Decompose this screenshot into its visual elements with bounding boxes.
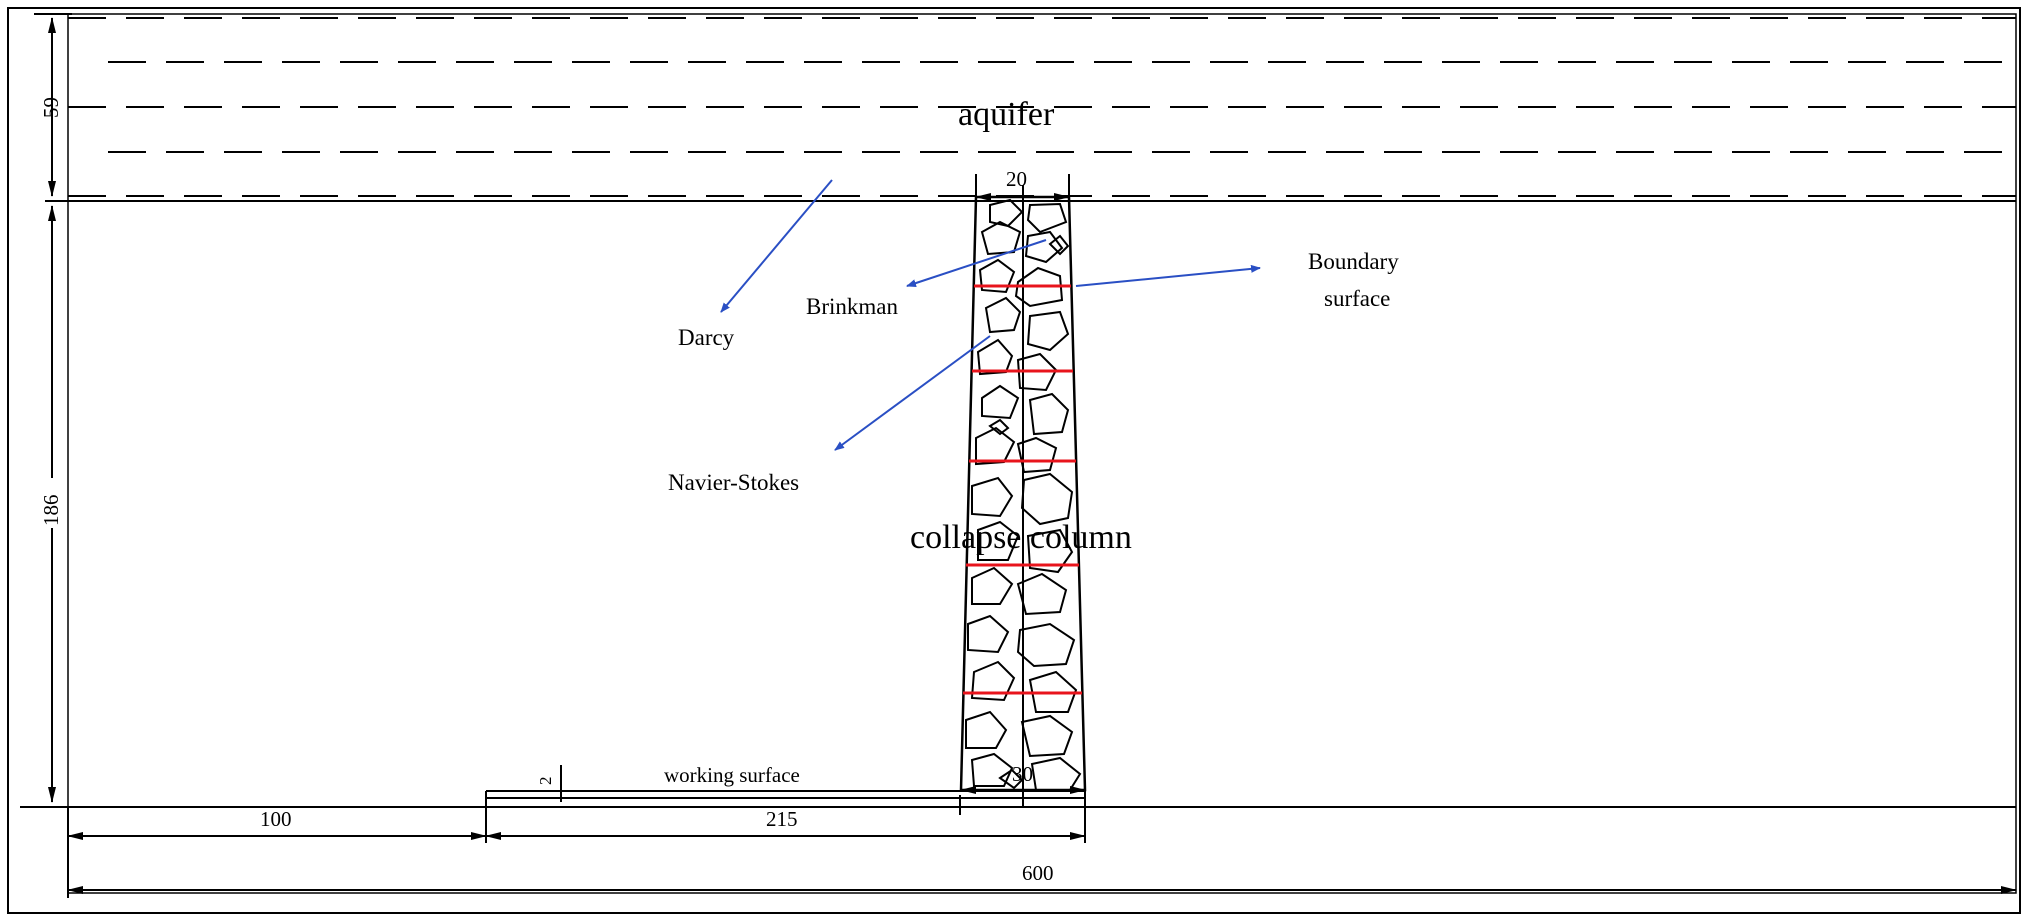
darcy-label: Darcy — [678, 325, 735, 350]
dim-total-width-value: 600 — [1022, 861, 1054, 885]
dim-working-surface-thickness-value: 2 — [536, 777, 555, 786]
navier-stokes-label: Navier-Stokes — [668, 470, 799, 495]
dim-column-top-width — [975, 174, 1070, 201]
dim-left-offset-value: 100 — [260, 807, 292, 831]
dim-column-bottom-width-value: 30 — [1012, 762, 1033, 786]
aquifer-label: aquifer — [958, 96, 1055, 133]
dim-aquifer-height-value: 59 — [39, 97, 63, 118]
dim-aquifer-height — [34, 13, 72, 197]
label-arrows — [720, 179, 1261, 451]
brinkman-label: Brinkman — [806, 294, 898, 319]
working-surface-label: working surface — [664, 763, 800, 787]
collapse-column — [959, 185, 1087, 807]
outer-frame — [7, 7, 2021, 914]
dim-strata-height-value: 186 — [39, 495, 63, 527]
boundary-surface-label-line2: surface — [1324, 286, 1390, 311]
boundary-surfaces — [963, 284, 1082, 695]
collapse-column-label: collapse column — [910, 519, 1132, 556]
dim-column-top-width-value: 20 — [1006, 167, 1027, 191]
dim-left-offset — [67, 807, 487, 898]
dim-working-surface-length-value: 215 — [766, 807, 798, 831]
aquifer-layer — [68, 17, 2016, 197]
boundary-surface-label-line1: Boundary — [1308, 249, 1399, 274]
